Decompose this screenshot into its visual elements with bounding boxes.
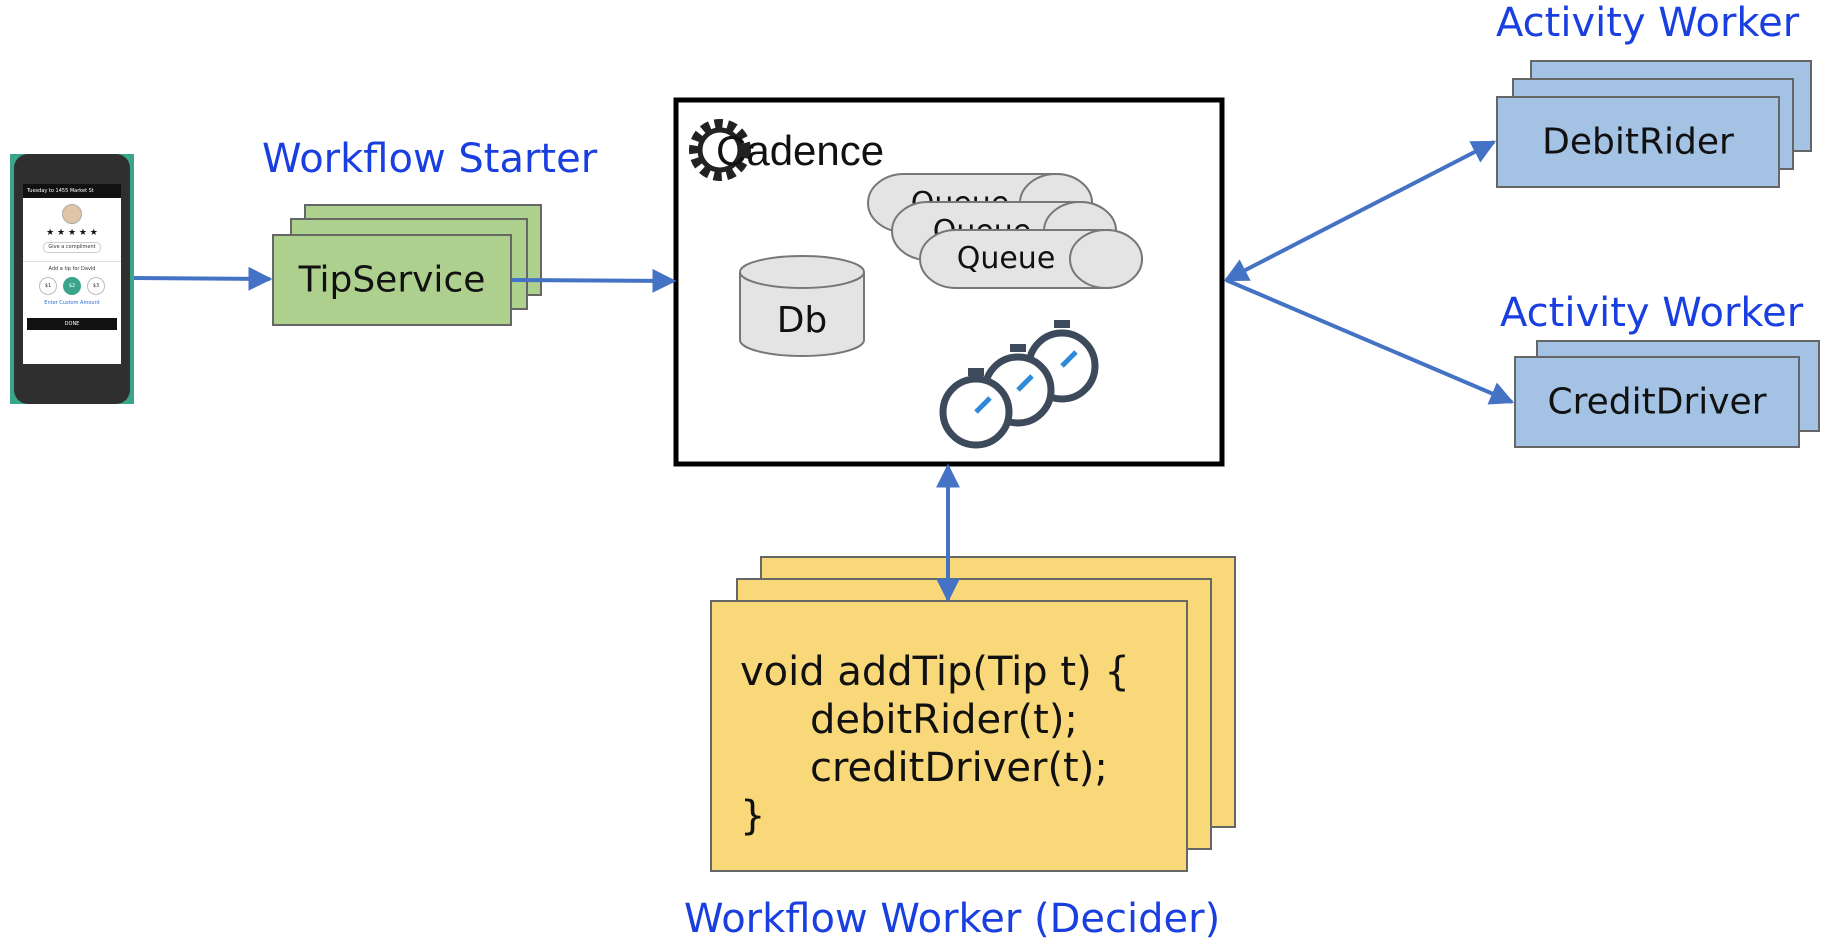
creditdriver-card[interactable]: CreditDriver — [1514, 356, 1800, 448]
workflow-worker-label: Workflow Worker (Decider) — [684, 896, 1221, 942]
queue-3-label: Queue — [957, 241, 1056, 276]
phone-mockup: Tuesday to 1455 Market St ★ ★ ★ ★ ★ Give… — [10, 154, 134, 404]
driver-avatar — [62, 204, 82, 224]
workflow-starter-label: Workflow Starter — [262, 136, 598, 182]
arrow-cadence-creditdriver — [1225, 278, 1515, 405]
tip-option-1[interactable]: $1 — [39, 277, 57, 295]
cadence-gear-icon — [689, 119, 751, 181]
queue-3 — [919, 229, 1143, 289]
debitrider-card[interactable]: DebitRider — [1496, 96, 1780, 188]
activity-worker-2-label: Activity Worker — [1500, 290, 1804, 336]
code-line-2: debitRider(t); — [810, 697, 1078, 743]
rating-stars[interactable]: ★ ★ ★ ★ ★ — [46, 228, 98, 238]
db-cylinder — [739, 255, 865, 357]
done-button[interactable]: DONE — [27, 318, 117, 330]
arrow-phone-to-starter — [133, 266, 273, 291]
decider-card[interactable] — [710, 600, 1188, 872]
phone-header: Tuesday to 1455 Market St — [23, 184, 121, 198]
decider-code: void addTip(Tip t) {debitRider(t);credit… — [740, 648, 1130, 840]
db-label: Db — [777, 300, 828, 341]
timer-icon-1 — [939, 368, 1013, 449]
tipservice-card[interactable]: TipService — [272, 234, 512, 326]
cadence-logo-text: Cadence — [716, 127, 884, 174]
creditdriver-label: CreditDriver — [1547, 381, 1767, 423]
custom-amount-link[interactable]: Enter Custom Amount — [44, 300, 100, 306]
code-line-1: void addTip(Tip t) { — [740, 649, 1130, 695]
arrow-cadence-debitrider — [1223, 140, 1497, 282]
code-line-4: } — [740, 793, 766, 839]
debitrider-label: DebitRider — [1542, 121, 1734, 163]
tipservice-label: TipService — [298, 259, 486, 301]
tip-option-3[interactable]: $3 — [87, 277, 105, 295]
compliment-button[interactable]: Give a compliment — [43, 242, 101, 253]
activity-worker-1-label: Activity Worker — [1496, 0, 1800, 46]
tip-option-2[interactable]: $2 — [63, 277, 81, 295]
phone-screen: Tuesday to 1455 Market St ★ ★ ★ ★ ★ Give… — [23, 184, 121, 364]
arrow-starter-to-cadence — [511, 268, 677, 293]
code-line-3: creditDriver(t); — [810, 745, 1108, 791]
tip-prompt: Add a tip for David — [23, 261, 121, 272]
